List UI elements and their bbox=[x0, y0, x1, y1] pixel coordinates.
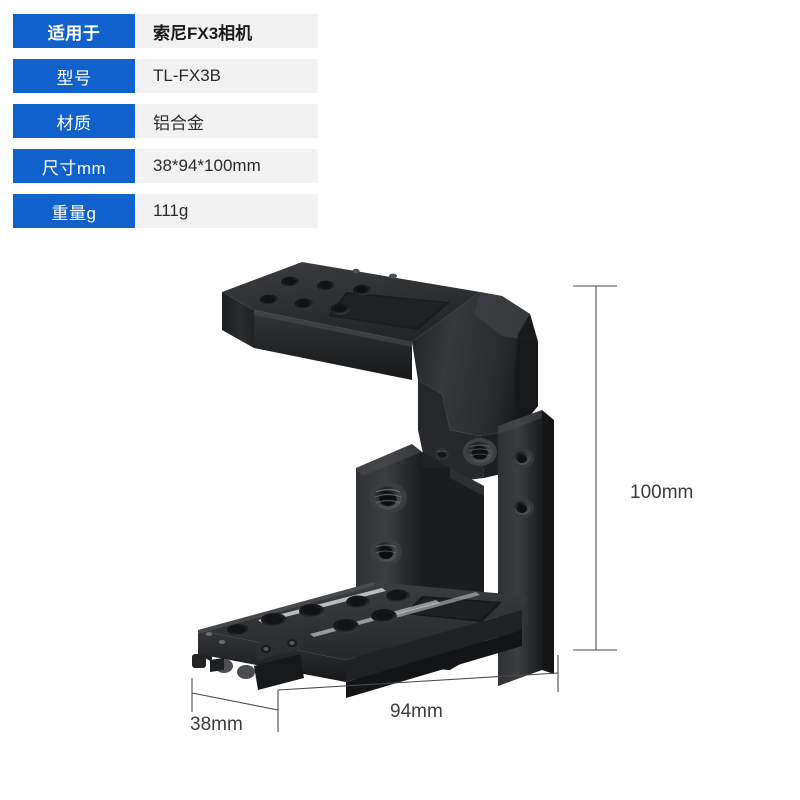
table-row: 尺寸mm 38*94*100mm bbox=[13, 149, 318, 183]
table-row: 材质 铝合金 bbox=[13, 104, 318, 138]
dimension-annotations bbox=[191, 285, 617, 732]
dimension-depth-label: 38mm bbox=[190, 714, 243, 735]
dimension-width-label: 94mm bbox=[390, 701, 443, 722]
spec-label-application: 适用于 bbox=[13, 14, 135, 48]
top-plate-holes bbox=[259, 268, 484, 315]
cage-top-arm bbox=[222, 262, 484, 380]
spec-label-weight: 重量g bbox=[13, 194, 135, 228]
spec-value-model: TL-FX3B bbox=[135, 59, 318, 93]
quarter-inch-thread-hole bbox=[463, 438, 497, 466]
dimension-depth bbox=[191, 678, 279, 732]
specification-table: 适用于 索尼FX3相机 型号 TL-FX3B 材质 铝合金 尺寸mm 38*94… bbox=[13, 14, 318, 239]
spec-value-size: 38*94*100mm bbox=[135, 149, 318, 183]
spec-value-application: 索尼FX3相机 bbox=[135, 14, 318, 48]
dimension-height-label: 100mm bbox=[630, 482, 693, 503]
dimension-height bbox=[573, 285, 617, 651]
spec-label-model: 型号 bbox=[13, 59, 135, 93]
spec-value-weight: 111g bbox=[135, 194, 318, 228]
spec-value-material: 铝合金 bbox=[135, 104, 318, 138]
table-row: 适用于 索尼FX3相机 bbox=[13, 14, 318, 48]
spec-label-material: 材质 bbox=[13, 104, 135, 138]
product-illustration: 100mm 38mm 94mm bbox=[150, 230, 790, 770]
table-row: 型号 TL-FX3B bbox=[13, 59, 318, 93]
dimension-labels: 100mm 38mm 94mm bbox=[190, 482, 693, 735]
base-plate-feet bbox=[192, 654, 304, 690]
dimension-width bbox=[277, 655, 559, 692]
cage-base-plate bbox=[192, 582, 528, 698]
base-plate-holes bbox=[205, 589, 410, 644]
spec-label-size: 尺寸mm bbox=[13, 149, 135, 183]
cage-corner-block bbox=[412, 292, 538, 482]
table-row: 重量g 111g bbox=[13, 194, 318, 228]
